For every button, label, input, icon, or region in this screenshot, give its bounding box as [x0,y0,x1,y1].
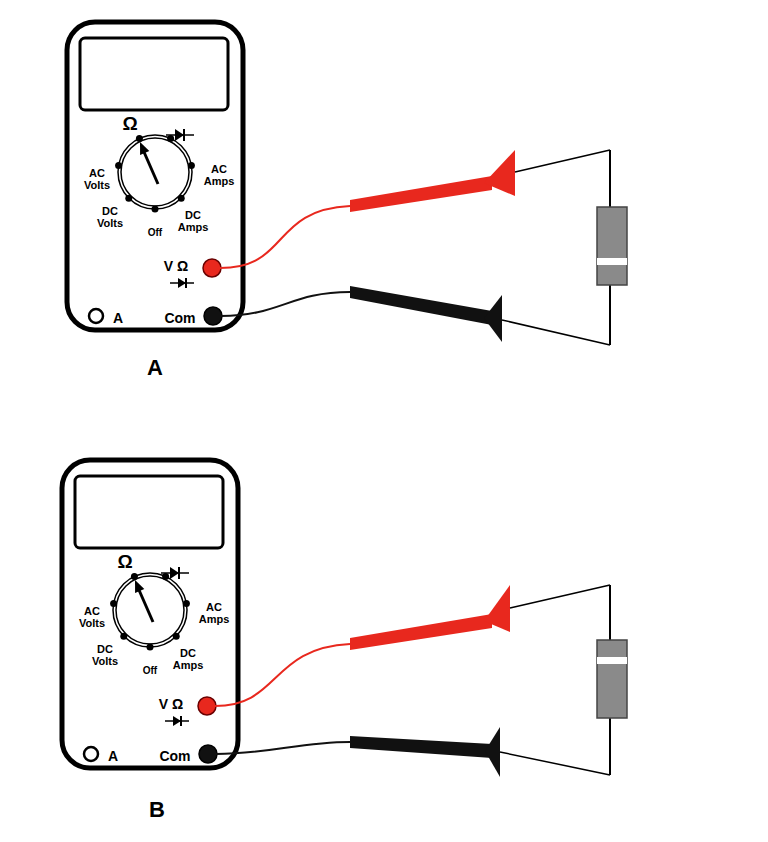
dial-label: AC Amps [204,164,235,187]
jack-label: Com [164,311,195,326]
resistor-symbol [597,640,627,718]
red-lead [220,206,350,268]
dial-label: DC Volts [97,206,123,229]
dial-dot [115,162,122,169]
black-jack [204,307,222,325]
dial-label: DC Volts [92,644,118,667]
black-lead [216,742,350,754]
figure-label: B [149,798,165,821]
jack-label: V Ω [164,259,188,274]
probe-wire [510,585,610,608]
dial-dot [152,206,159,213]
dial-ring [118,135,192,209]
dial-dot [188,162,195,169]
probe-set [220,150,627,345]
dial-dot [178,195,185,202]
dial-dot [125,195,132,202]
dial-label: Off [143,666,157,677]
black-probe [350,736,492,758]
resistor-band [597,258,627,265]
dial-label: AC Volts [79,606,105,629]
black-probe [350,286,492,325]
dial-label: Off [148,228,162,239]
black-probe-guard [484,295,502,342]
figure-label: A [147,356,163,379]
multimeter-housing: Ω AC Volts AC Amps DC VoltsOff DC Amps V Ω A Co… [62,460,238,768]
red-jack [203,259,221,277]
dial-dot [167,135,174,142]
jack-label: A [113,311,123,326]
red-probe-guard [484,150,515,196]
probe-set [215,585,627,777]
multimeter-body [67,22,243,330]
dial-label: DC Amps [178,210,209,233]
dial-pointer [144,152,158,184]
dial-pointer-head [140,142,149,155]
dial-dot [136,135,143,142]
multimeter-body [62,460,238,768]
black-probe-guard [485,727,500,777]
red-probe [350,176,492,212]
red-probe [350,614,492,650]
ohm-label: Ω [117,552,132,572]
diode-symbol [170,278,194,288]
multimeter-housing: Ω AC Volts AC Amps DC VoltsOff DC Amps V Ω A Co… [67,22,243,330]
dial-label: AC Amps [199,602,230,625]
black-lead [221,292,350,316]
jack-label: Com [159,749,190,764]
dial-label: AC Volts [84,168,110,191]
resistor-band [597,657,627,664]
jack-label: V Ω [159,697,183,712]
ohm-label: Ω [122,114,137,134]
meter-display [80,38,228,110]
amp-jack [89,309,103,323]
jack-label: A [108,749,118,764]
dial-ring [121,138,189,206]
dial-label: DC Amps [173,648,204,671]
probe-wire [502,320,610,345]
probe-wire [515,150,610,172]
diode-symbol [166,129,194,141]
meter-housing [67,22,243,330]
red-probe-guard [484,585,510,632]
resistor-symbol [597,207,627,285]
probe-wire [500,752,610,775]
red-lead [215,644,350,706]
